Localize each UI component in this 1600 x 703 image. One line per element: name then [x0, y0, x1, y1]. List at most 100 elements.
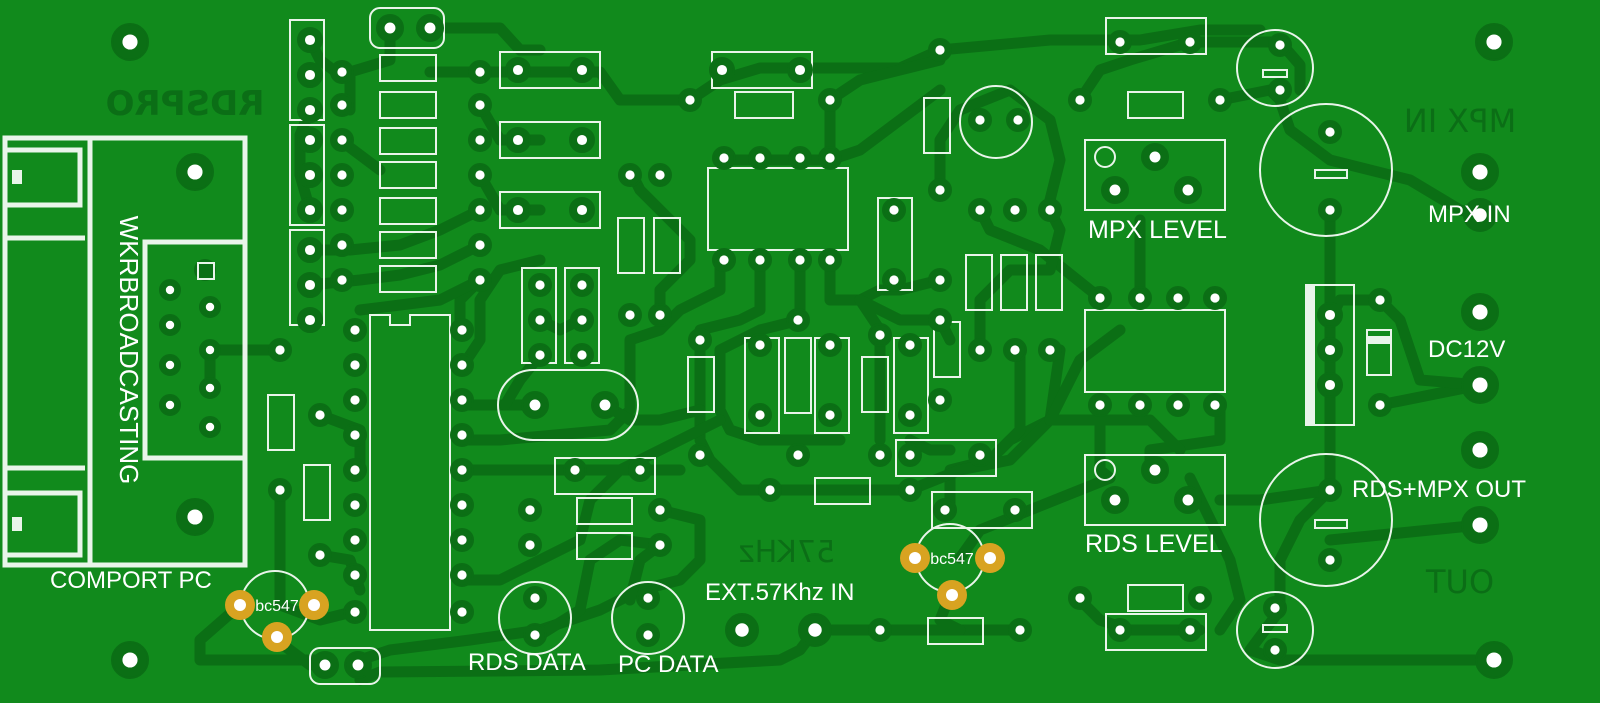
pad-hole	[475, 100, 485, 110]
db9-connector	[2, 135, 248, 568]
pad-hole	[1135, 293, 1145, 303]
pad-hole	[1013, 115, 1023, 125]
pad-hole	[350, 535, 360, 545]
pad-hole	[793, 315, 803, 325]
pad-hole	[350, 395, 360, 405]
pad-group	[111, 14, 1513, 679]
pad-hole	[765, 485, 775, 495]
pad-hole	[935, 185, 945, 195]
pad-hole	[187, 164, 203, 180]
pad-hole	[337, 100, 347, 110]
pad-hole	[1115, 625, 1125, 635]
pad-hole	[795, 255, 805, 265]
pad-hole	[457, 360, 467, 370]
pad-hole	[935, 45, 945, 55]
pad-hole	[905, 410, 915, 420]
pad-hole	[1109, 494, 1121, 506]
pad-hole	[1325, 205, 1335, 215]
pad-hole	[719, 255, 729, 265]
pad-hole	[337, 170, 347, 180]
pad-hole	[1010, 345, 1020, 355]
pad-hole	[825, 95, 835, 105]
pad-hole	[576, 64, 588, 76]
pad-hole	[1109, 184, 1121, 196]
pad-hole	[576, 134, 588, 146]
pad-hole	[1486, 34, 1502, 50]
pad-hole	[535, 315, 545, 325]
pad-hole	[304, 34, 316, 46]
pad-hole	[1185, 625, 1195, 635]
pad-hole	[935, 395, 945, 405]
pad-hole	[1195, 593, 1205, 603]
pad-hole	[1173, 293, 1183, 303]
pad-hole	[1095, 293, 1105, 303]
pad-hole	[304, 134, 316, 146]
pad-hole	[875, 450, 885, 460]
pad-hole	[975, 115, 985, 125]
pad-hole	[535, 350, 545, 360]
pad-hole	[1472, 517, 1488, 533]
pad-hole	[165, 400, 175, 410]
pad-hole	[719, 153, 729, 163]
pad-hole	[940, 505, 950, 515]
pad-hole	[793, 450, 803, 460]
pad-hole	[1473, 208, 1487, 222]
transistor-q1: bc547	[225, 590, 329, 652]
pad-hole	[1010, 205, 1020, 215]
pad-hole	[1325, 555, 1335, 565]
pad-hole	[577, 350, 587, 360]
pad-hole	[337, 240, 347, 250]
pad-hole	[457, 570, 467, 580]
pad-hole	[457, 535, 467, 545]
pad-hole	[1275, 85, 1285, 95]
title-mirrored-text: RDSPRO	[106, 84, 265, 124]
pad-hole	[1185, 37, 1195, 47]
pad-hole	[795, 153, 805, 163]
transistor-q2: bc547	[900, 543, 1005, 610]
pc-data-label: PC DATA	[618, 651, 718, 678]
pad-hole	[825, 153, 835, 163]
pad-hole	[935, 275, 945, 285]
pad-hole	[655, 540, 665, 550]
pad-hole	[337, 67, 347, 77]
pad-hole	[384, 22, 396, 34]
pad-hole	[315, 410, 325, 420]
pad-hole	[755, 255, 765, 265]
pad-hole	[755, 153, 765, 163]
pad-hole	[655, 310, 665, 320]
pad-hole	[570, 465, 580, 475]
pad-hole	[577, 280, 587, 290]
pad-hole	[1325, 127, 1335, 137]
pad-hole	[304, 69, 316, 81]
pad-hole	[635, 465, 645, 475]
pad-hole	[655, 170, 665, 180]
pad-hole	[625, 310, 635, 320]
pad-hole	[337, 205, 347, 215]
pad-hole	[187, 509, 203, 525]
pad-hole	[350, 500, 360, 510]
pad-hole	[1486, 652, 1502, 668]
pad-hole	[1045, 205, 1055, 215]
pad-hole	[1270, 603, 1280, 613]
pad-hole	[475, 205, 485, 215]
pad-hole	[905, 340, 915, 350]
pad-hole	[337, 135, 347, 145]
pad-hole	[755, 340, 765, 350]
pad-hole	[1375, 400, 1385, 410]
pad-square	[197, 262, 215, 280]
pad-hole	[1324, 309, 1336, 321]
pad-hole	[1472, 164, 1488, 180]
pad-hole	[475, 170, 485, 180]
pad-hole	[1210, 400, 1220, 410]
pad-hole	[530, 593, 540, 603]
pad-hole	[685, 95, 695, 105]
pad-hole	[165, 360, 175, 370]
dc12v-label: DC12V	[1428, 336, 1505, 363]
mpx-level-label: MPX LEVEL	[1088, 216, 1227, 244]
pad-hole	[512, 204, 524, 216]
khz-mirrored-text: 57KHz	[739, 535, 835, 570]
pad-hole	[735, 623, 749, 637]
pad-hole	[350, 570, 360, 580]
pad-hole	[315, 550, 325, 560]
